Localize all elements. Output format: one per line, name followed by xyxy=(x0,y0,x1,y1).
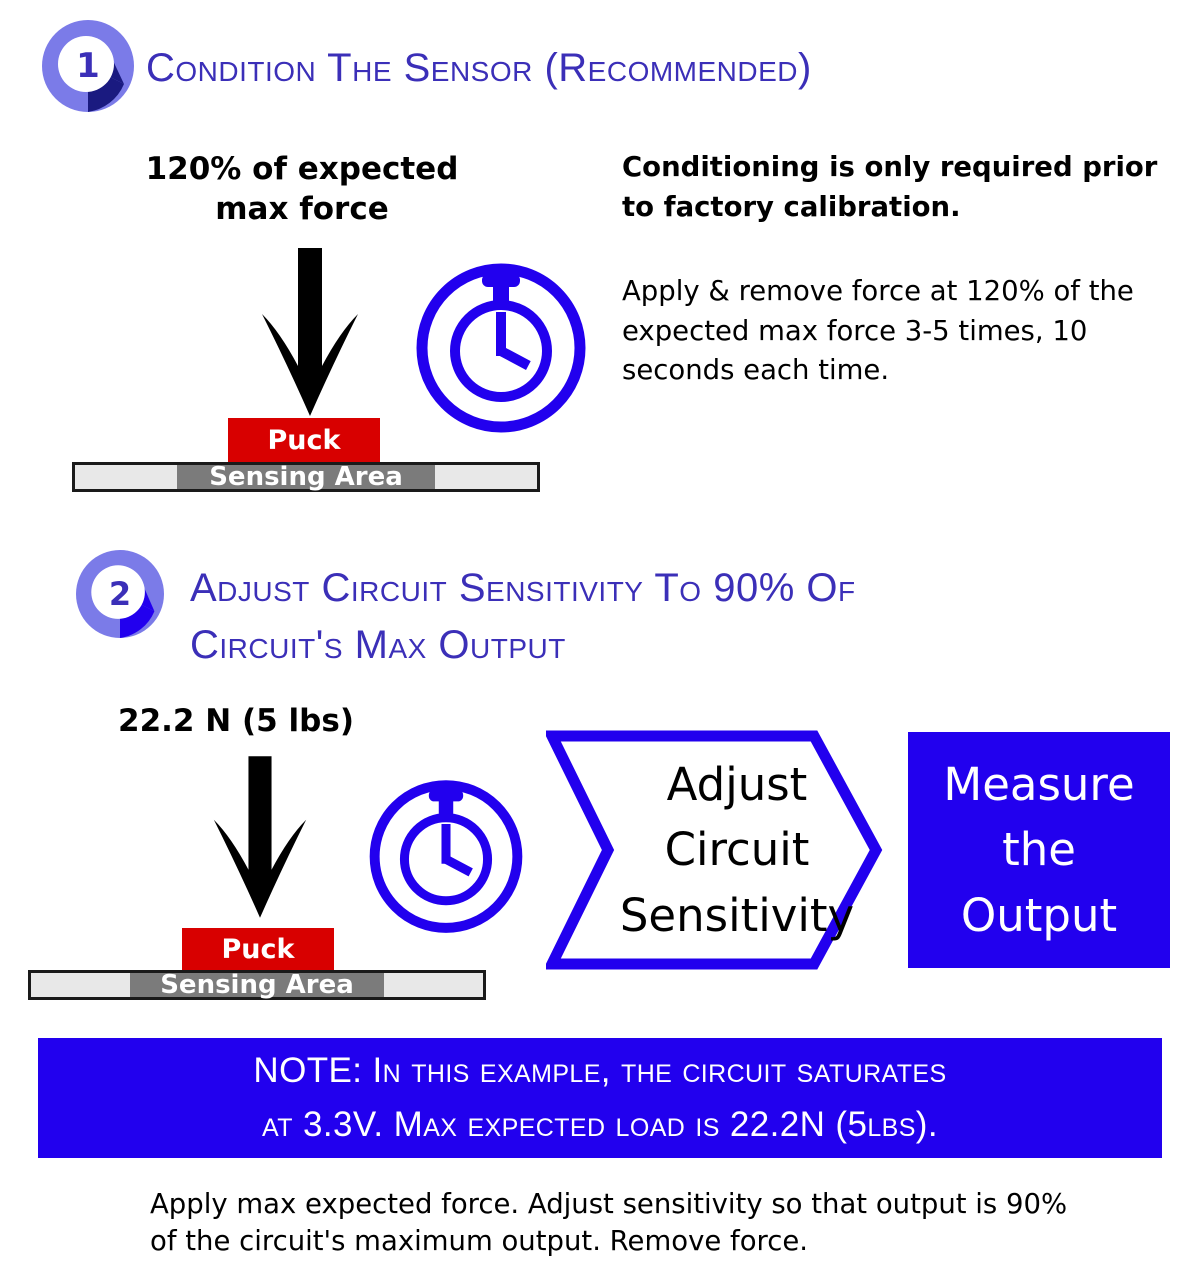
step-2-title: Adjust Circuit Sensitivity To 90% Of Cir… xyxy=(190,566,856,667)
down-arrow-icon xyxy=(262,248,358,416)
measure-line-1: Measure xyxy=(943,758,1135,812)
footer-instruction: Apply max expected force. Adjust sensiti… xyxy=(150,1188,1068,1258)
step-badge-graphic xyxy=(42,20,134,112)
step-2-number: 2 xyxy=(108,575,132,613)
sensor-bar-right-end xyxy=(383,973,483,997)
note-line-2: at 3.3V. Max expected load is 22.2N (5lb… xyxy=(262,1105,938,1144)
step-1-number: 1 xyxy=(76,46,100,86)
step-2-force-label: 22.2 N (5 lbs) xyxy=(118,703,354,739)
step-1-note-bold: Conditioning is only required prior to f… xyxy=(622,151,1158,223)
chevron-line-3: Sensitivity xyxy=(619,888,855,942)
step-2-sensor-bar: Sensing Area xyxy=(28,970,486,1000)
step-1-stopwatch-icon xyxy=(408,250,594,441)
chevron-label: Adjust Circuit Sensitivity xyxy=(546,730,906,970)
chevron-line-1: Adjust xyxy=(666,758,808,812)
step-1-title: Condition The Sensor (Recommended) xyxy=(146,46,812,90)
step-1-down-arrow-icon xyxy=(258,248,362,423)
stopwatch-icon xyxy=(416,263,586,433)
step-2-header: 2 Adjust Circuit Sensitivity To 90% Of C… xyxy=(76,550,856,674)
step-1-puck: Puck xyxy=(228,418,380,462)
chevron-shape xyxy=(543,730,883,970)
step-2-sensing-area: Sensing Area xyxy=(130,970,384,1000)
down-arrow-icon xyxy=(213,756,307,918)
measure-the-output-block: Measure the Output xyxy=(908,732,1170,968)
step-2-down-arrow-icon xyxy=(210,755,310,926)
step-1-sensor-bar: Sensing Area xyxy=(72,462,540,492)
note-banner: NOTE: In this example, the circuit satur… xyxy=(38,1038,1162,1158)
step-1-note-body: Apply & remove force at 120% of the expe… xyxy=(622,275,1134,387)
measure-line-3: Output xyxy=(960,888,1118,942)
step-badge-graphic xyxy=(76,550,164,638)
step-2-puck: Puck xyxy=(182,928,334,970)
adjust-circuit-sensitivity-chevron: Adjust Circuit Sensitivity xyxy=(543,730,906,970)
measure-line-2: the xyxy=(1002,823,1076,877)
sensor-bar-right-end xyxy=(435,465,537,489)
sensor-bar-left-end xyxy=(75,465,177,489)
step-1-sensing-area: Sensing Area xyxy=(176,462,436,492)
note-line-1: NOTE: In this example, the circuit satur… xyxy=(253,1050,947,1090)
chevron-line-2: Circuit xyxy=(664,823,810,877)
step-2-badge: 2 xyxy=(76,550,164,638)
step-2-stopwatch-icon xyxy=(362,768,530,941)
stopwatch-icon xyxy=(369,780,523,933)
step-1-badge: 1 xyxy=(42,20,134,112)
step-1-force-label: 120% of expected max force xyxy=(145,151,459,227)
sensor-bar-left-end xyxy=(31,973,131,997)
step-1-header: 1 Condition The Sensor (Recommended) xyxy=(42,20,812,112)
